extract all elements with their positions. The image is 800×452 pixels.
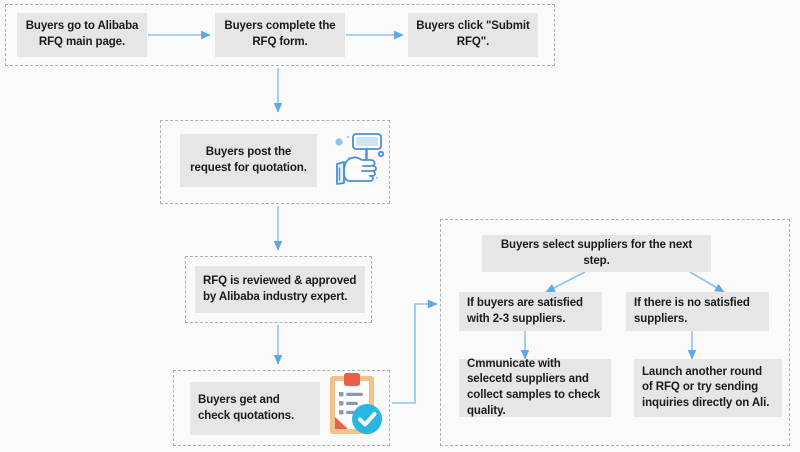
node-step-11-label: Launch another round of RFQ or try sendi… (642, 365, 770, 409)
node-step-5[interactable]: RFQ is reviewed & approved by Alibaba in… (195, 266, 365, 313)
row-3-group (185, 256, 372, 323)
node-step-1-label: Buyers go to Alibaba RFQ main page. (25, 20, 139, 48)
node-step-11[interactable]: Launch another round of RFQ or try sendi… (634, 359, 782, 417)
node-step-10-label: Cmmunicate with selecetd suppliers and c… (467, 357, 601, 417)
row-1-group (5, 4, 555, 66)
clipboard-check-icon (322, 372, 386, 438)
hand-holding-bid-paddle-icon (325, 128, 387, 190)
node-step-2[interactable]: Buyers complete the RFQ form. (215, 13, 345, 57)
row-4-group (173, 370, 390, 446)
node-step-3[interactable]: Buyers click "Submit RFQ". (408, 13, 538, 57)
node-step-8[interactable]: If buyers are satisfied with 2-3 supplie… (459, 292, 602, 331)
node-step-4-label: Buyers post the request for quotation. (190, 145, 307, 174)
node-step-3-label: Buyers click "Submit RFQ". (416, 20, 530, 48)
node-step-7-label: Buyers select suppliers for the next ste… (500, 238, 693, 267)
node-step-2-label: Buyers complete the RFQ form. (224, 20, 336, 48)
node-step-7[interactable]: Buyers select suppliers for the next ste… (482, 235, 711, 272)
node-step-4[interactable]: Buyers post the request for quotation. (180, 134, 317, 187)
node-step-5-label: RFQ is reviewed & approved by Alibaba in… (203, 274, 357, 303)
node-step-6-label: Buyers get and check quotations. (198, 393, 295, 422)
row-2-group (160, 120, 390, 204)
node-step-10[interactable]: Cmmunicate with selecetd suppliers and c… (459, 357, 611, 417)
node-step-8-label: If buyers are satisfied with 2-3 supplie… (467, 296, 583, 325)
right-branch-group (440, 219, 790, 446)
node-step-1[interactable]: Buyers go to Alibaba RFQ main page. (17, 13, 147, 57)
node-step-9-label: If there is no satisfied suppliers. (634, 296, 750, 325)
node-step-9[interactable]: If there is no satisfied suppliers. (626, 292, 769, 331)
node-step-6[interactable]: Buyers get and check quotations. (190, 382, 320, 435)
